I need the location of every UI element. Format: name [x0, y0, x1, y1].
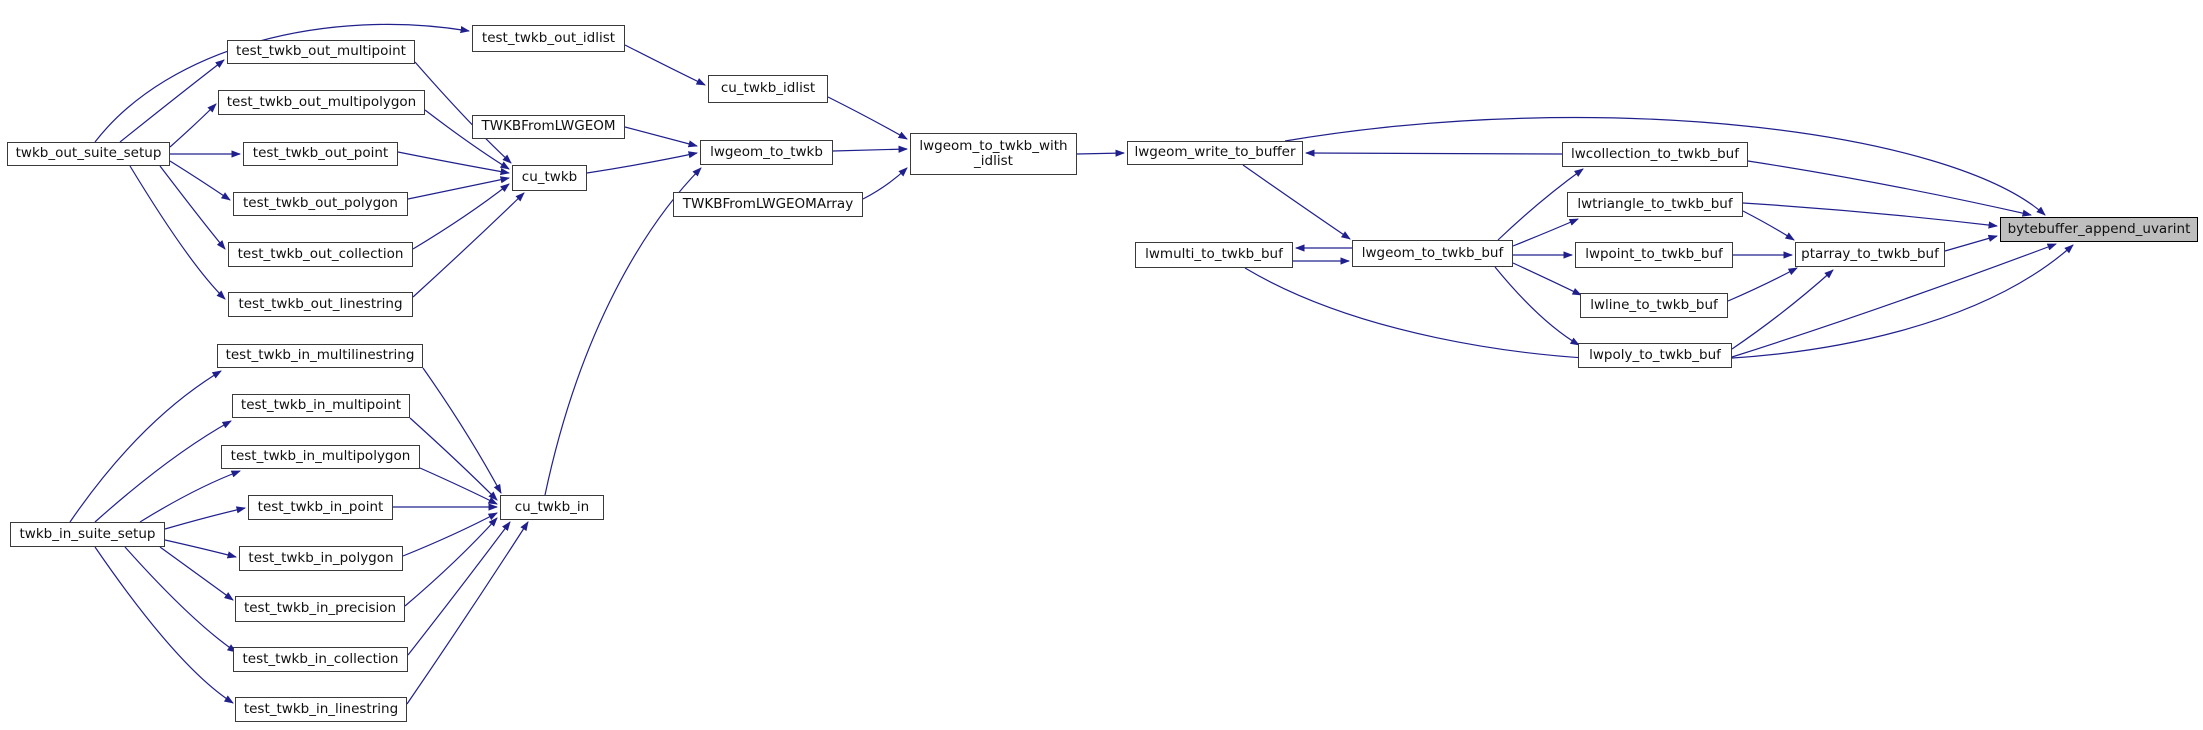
edge-lwcollection_to_twkb_buf--lwgeom_write_to_buffer: [1305, 149, 1563, 157]
edge-twkb_in_suite_setup--test_twkb_in_collection: [124, 546, 237, 653]
node-test_twkb_out_linestring[interactable]: test_twkb_out_linestring: [228, 292, 413, 317]
node-cu_twkb[interactable]: cu_twkb: [512, 165, 587, 191]
edge-lwgeom_to_twkb_with_idlist--lwgeom_write_to_buffer: [1076, 149, 1125, 157]
edge-lwgeom_to_twkb_buf--lwcollection_to_twkb_buf: [1497, 168, 1584, 241]
node-TWKBFromLWGEOM[interactable]: TWKBFromLWGEOM: [472, 115, 625, 139]
edge-lwgeom_to_twkb_buf--lwline_to_twkb_buf: [1512, 262, 1582, 296]
node-lwline_to_twkb_buf[interactable]: lwline_to_twkb_buf: [1580, 293, 1728, 318]
edge-cu_twkb--lwgeom_to_twkb: [586, 151, 698, 174]
edge-ptarray_to_twkb_buf--bytebuffer_append_uvarint: [1944, 234, 1998, 252]
node-lwgeom_to_twkb[interactable]: lwgeom_to_twkb: [700, 140, 833, 165]
edge-lwgeom_write_to_buffer--lwgeom_to_twkb_buf: [1242, 164, 1351, 240]
edge-twkb_out_suite_setup--test_twkb_out_collection: [159, 165, 226, 250]
node-test_twkb_in_point[interactable]: test_twkb_in_point: [248, 495, 393, 520]
edge-lwtriangle_to_twkb_buf--bytebuffer_append_uvarint: [1742, 202, 1998, 229]
edge-test_twkb_out_multipolygon--cu_twkb: [424, 109, 510, 170]
node-test_twkb_out_polygon[interactable]: test_twkb_out_polygon: [233, 192, 408, 216]
edge-twkb_in_suite_setup--test_twkb_in_polygon: [164, 539, 237, 559]
edge-TWKBFromLWGEOMArray--lwgeom_to_twkb_with_idlist: [862, 167, 908, 200]
edge-twkb_out_suite_setup--test_twkb_out_multipolygon: [169, 103, 217, 148]
edge-twkb_out_suite_setup--test_twkb_out_polygon: [169, 160, 231, 201]
node-lwmulti_to_twkb_buf[interactable]: lwmulti_to_twkb_buf: [1135, 242, 1293, 268]
edge-twkb_in_suite_setup--test_twkb_in_multipoint: [94, 420, 232, 523]
node-lwcollection_to_twkb_buf[interactable]: lwcollection_to_twkb_buf: [1562, 142, 1748, 167]
edge-twkb_in_suite_setup--test_twkb_in_linestring: [94, 546, 234, 704]
node-ptarray_to_twkb_buf[interactable]: ptarray_to_twkb_buf: [1795, 242, 1945, 267]
edge-twkb_in_suite_setup--test_twkb_in_multilinestring: [69, 370, 222, 523]
node-cu_twkb_in[interactable]: cu_twkb_in: [500, 495, 604, 520]
node-lwgeom_to_twkb_buf[interactable]: lwgeom_to_twkb_buf: [1352, 240, 1513, 267]
edge-lwgeom_to_twkb_buf--lwpoly_to_twkb_buf: [1494, 266, 1580, 346]
node-test_twkb_in_polygon[interactable]: test_twkb_in_polygon: [239, 546, 403, 571]
edge-test_twkb_out_multipoint--cu_twkb: [414, 61, 512, 164]
edge-test_twkb_in_collection--cu_twkb_in: [407, 521, 511, 656]
edge-lwtriangle_to_twkb_buf--ptarray_to_twkb_buf: [1742, 210, 1795, 241]
node-test_twkb_out_point[interactable]: test_twkb_out_point: [243, 142, 398, 166]
edge-test_twkb_in_multipoint--cu_twkb_in: [409, 417, 498, 501]
edge-test_twkb_out_linestring--cu_twkb: [412, 192, 525, 298]
edge-lwpoly_to_twkb_buf--bytebuffer_append_uvarint: [1731, 243, 2057, 358]
node-test_twkb_in_collection[interactable]: test_twkb_in_collection: [233, 647, 408, 672]
edge-test_twkb_in_precision--cu_twkb_in: [404, 517, 498, 607]
edge-twkb_out_suite_setup--test_twkb_out_multipoint: [119, 59, 225, 143]
node-lwgeom_to_twkb_with_idlist[interactable]: lwgeom_to_twkb_with _idlist: [910, 133, 1077, 175]
node-twkb_out_suite_setup[interactable]: twkb_out_suite_setup: [7, 142, 170, 166]
edge-test_twkb_in_polygon--cu_twkb_in: [402, 512, 498, 557]
node-test_twkb_in_multipoint[interactable]: test_twkb_in_multipoint: [232, 394, 410, 418]
node-lwtriangle_to_twkb_buf[interactable]: lwtriangle_to_twkb_buf: [1567, 192, 1743, 217]
edge-twkb_in_suite_setup--test_twkb_in_precision: [159, 546, 234, 601]
edge-lwgeom_to_twkb_buf--lwtriangle_to_twkb_buf: [1512, 218, 1579, 247]
edge-lwcollection_to_twkb_buf--bytebuffer_append_uvarint: [1747, 160, 2032, 217]
edge-twkb_in_suite_setup--test_twkb_in_point: [164, 506, 246, 530]
edge-twkb_out_suite_setup--test_twkb_out_linestring: [129, 165, 226, 300]
node-test_twkb_in_multilinestring[interactable]: test_twkb_in_multilinestring: [217, 344, 423, 368]
edge-test_twkb_out_point--cu_twkb: [397, 151, 510, 176]
edge-TWKBFromLWGEOM--lwgeom_to_twkb: [624, 126, 698, 148]
node-test_twkb_out_idlist[interactable]: test_twkb_out_idlist: [472, 25, 625, 52]
edge-lwgeom_write_to_buffer--bytebuffer_append_uvarint: [1284, 116, 2046, 216]
node-test_twkb_in_multipolygon[interactable]: test_twkb_in_multipolygon: [221, 445, 420, 469]
edge-test_twkb_in_linestring--cu_twkb_in: [406, 521, 529, 705]
node-lwpoint_to_twkb_buf[interactable]: lwpoint_to_twkb_buf: [1575, 242, 1733, 268]
edge-lwgeom_to_twkb--lwgeom_to_twkb_with_idlist: [832, 145, 908, 153]
node-test_twkb_out_multipolygon[interactable]: test_twkb_out_multipolygon: [218, 90, 425, 115]
edge-lwpoly_to_twkb_buf--ptarray_to_twkb_buf: [1731, 269, 1834, 350]
node-test_twkb_in_linestring[interactable]: test_twkb_in_linestring: [235, 697, 407, 722]
node-TWKBFromLWGEOMArray[interactable]: TWKBFromLWGEOMArray: [673, 192, 863, 217]
node-lwpoly_to_twkb_buf[interactable]: lwpoly_to_twkb_buf: [1578, 343, 1732, 368]
node-twkb_in_suite_setup[interactable]: twkb_in_suite_setup: [10, 522, 165, 547]
node-test_twkb_out_collection[interactable]: test_twkb_out_collection: [228, 242, 413, 267]
edge-test_twkb_out_idlist--cu_twkb_idlist: [624, 44, 706, 86]
edge-test_twkb_out_collection--cu_twkb: [412, 183, 510, 250]
edge-test_twkb_out_polygon--cu_twkb: [407, 176, 510, 200]
edge-lwline_to_twkb_buf--ptarray_to_twkb_buf: [1727, 267, 1798, 302]
node-bytebuffer_append_uvarint: bytebuffer_append_uvarint: [2000, 217, 2198, 242]
edge-twkb_in_suite_setup--test_twkb_in_multipolygon: [139, 470, 241, 523]
node-test_twkb_out_multipoint[interactable]: test_twkb_out_multipoint: [227, 40, 415, 64]
edge-cu_twkb_idlist--lwgeom_to_twkb_with_idlist: [827, 96, 908, 140]
edge-test_twkb_in_multilinestring--cu_twkb_in: [422, 367, 502, 494]
edge-cu_twkb_in--lwgeom_to_twkb: [544, 167, 702, 496]
node-cu_twkb_idlist[interactable]: cu_twkb_idlist: [708, 75, 828, 103]
edge-test_twkb_in_multipolygon--cu_twkb_in: [419, 467, 498, 505]
node-test_twkb_in_precision[interactable]: test_twkb_in_precision: [235, 596, 405, 622]
node-lwgeom_write_to_buffer[interactable]: lwgeom_write_to_buffer: [1127, 141, 1303, 165]
